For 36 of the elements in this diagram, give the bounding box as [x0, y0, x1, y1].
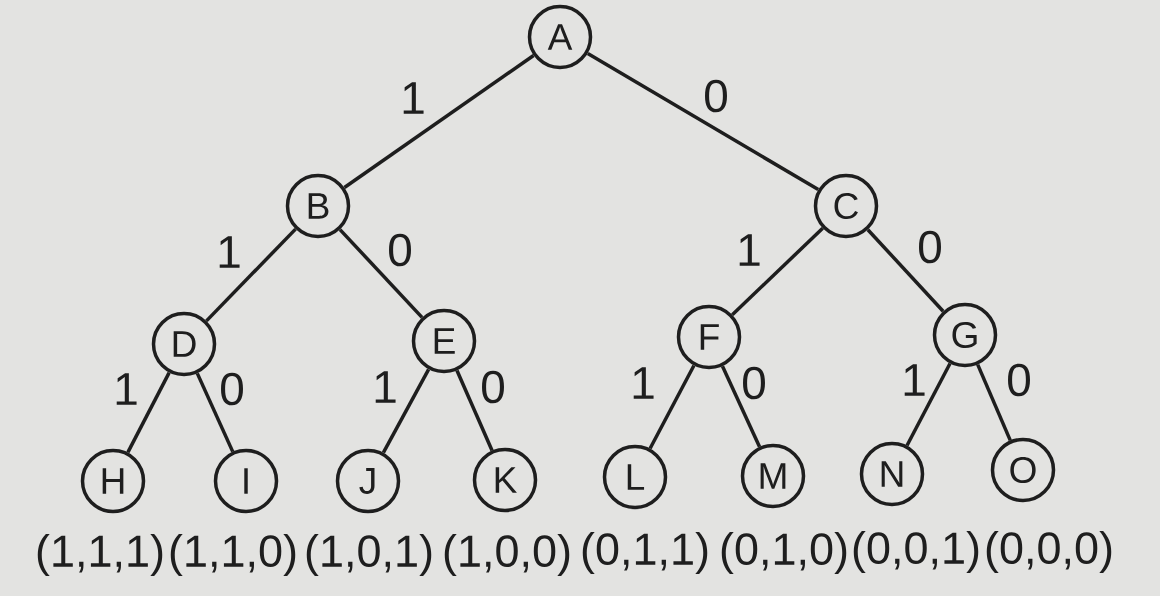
codeword-label: (0,1,1): [582, 532, 708, 574]
codeword-label: (0,1,0): [721, 532, 847, 574]
edge-line: [195, 372, 235, 453]
edge-line: [586, 51, 820, 192]
edge-label: 0: [389, 233, 411, 267]
edge-line: [205, 227, 297, 323]
codeword-label: (1,1,1): [37, 534, 163, 576]
edge-line: [866, 228, 945, 313]
edge-label: 0: [482, 370, 504, 404]
codeword-label: (0,0,1): [853, 531, 979, 573]
edge-label: 1: [219, 236, 240, 268]
edge-line: [338, 228, 424, 319]
edge-line: [381, 368, 431, 454]
edge-label: 0: [705, 79, 727, 113]
edge-label: 1: [116, 373, 137, 405]
edge-line: [905, 362, 952, 447]
edge-line: [126, 371, 171, 454]
edge-line: [648, 364, 696, 450]
edge-line: [731, 227, 824, 316]
edge-label: 1: [633, 367, 654, 399]
edge-label: 1: [904, 364, 925, 396]
edge-label: 0: [919, 230, 941, 264]
edge-label: 0: [221, 372, 243, 406]
edge-line: [455, 369, 494, 452]
edge-label: 1: [375, 371, 396, 403]
codeword-label: (1,1,0): [170, 534, 296, 576]
edge-line: [720, 365, 762, 448]
edge-line: [343, 54, 535, 189]
codeword-label: (1,0,1): [306, 534, 432, 576]
edge-label: 0: [1008, 363, 1030, 397]
edge-label: 0: [743, 366, 765, 400]
edge-line: [976, 363, 1012, 442]
edge-label: 1: [739, 234, 760, 266]
codeword-label: (1,0,0): [444, 534, 570, 576]
edge-label: 1: [403, 82, 424, 114]
codeword-label: (0,0,0): [986, 531, 1112, 573]
